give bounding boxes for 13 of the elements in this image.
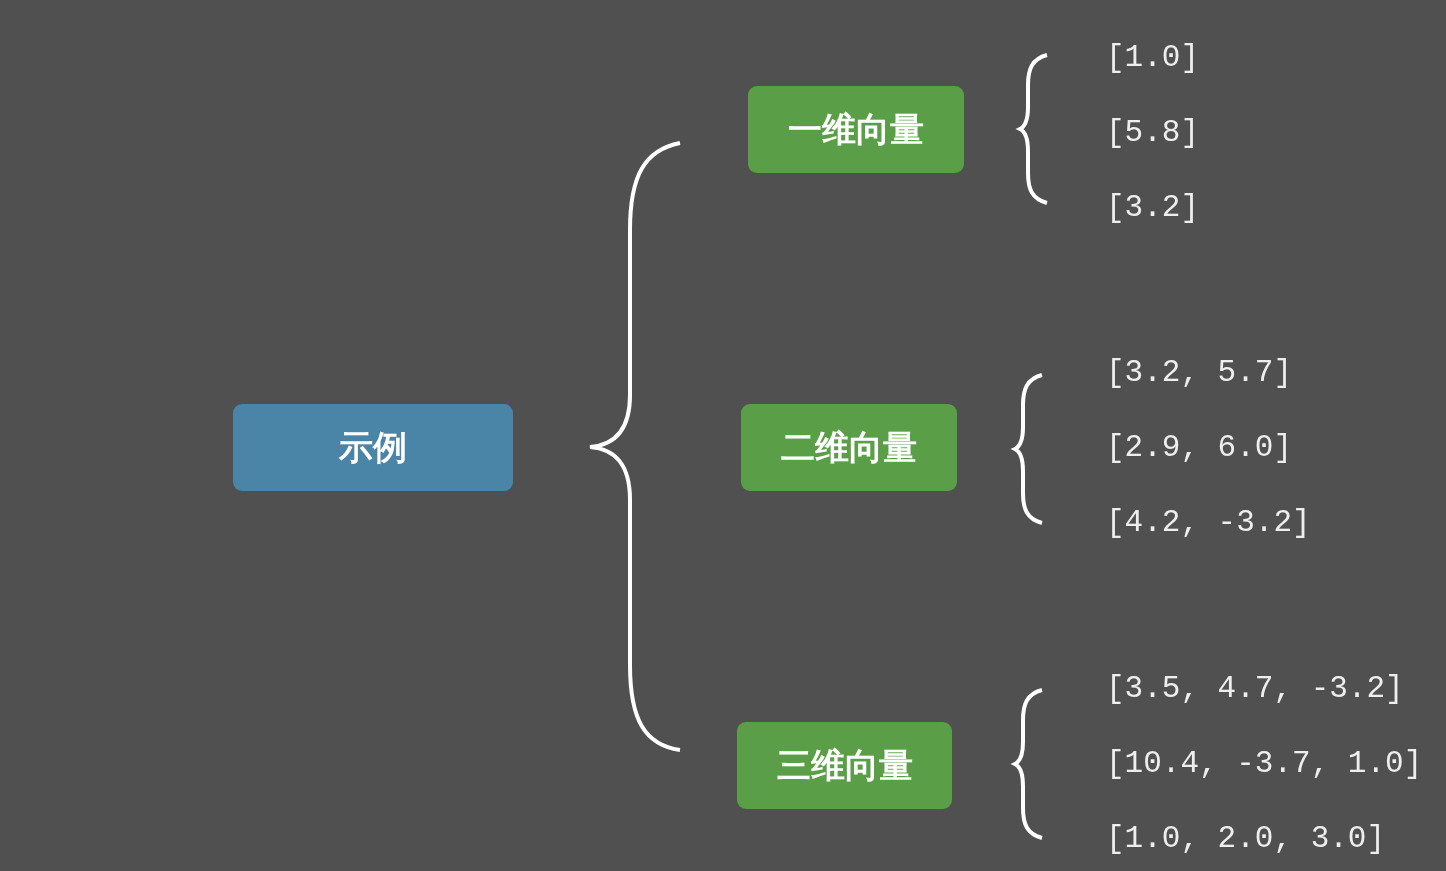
vector-text: [5.8]	[1106, 115, 1199, 151]
vector-text: [4.2, -3.2]	[1106, 505, 1311, 541]
vector-text: [1.0, 2.0, 3.0]	[1106, 821, 1386, 857]
vector-text: [1.0]	[1106, 40, 1199, 76]
vector-text: [3.5, 4.7, -3.2]	[1106, 671, 1404, 707]
vector-text: [2.9, 6.0]	[1106, 430, 1293, 466]
category-box: 一维向量	[748, 86, 964, 173]
category-box: 二维向量	[741, 404, 957, 491]
vector-text: [3.2]	[1106, 190, 1199, 226]
vector-text: [3.2, 5.7]	[1106, 355, 1293, 391]
topic-box: 示例	[233, 404, 513, 491]
vector-text: [10.4, -3.7, 1.0]	[1106, 746, 1423, 782]
category-box: 三维向量	[737, 722, 952, 809]
